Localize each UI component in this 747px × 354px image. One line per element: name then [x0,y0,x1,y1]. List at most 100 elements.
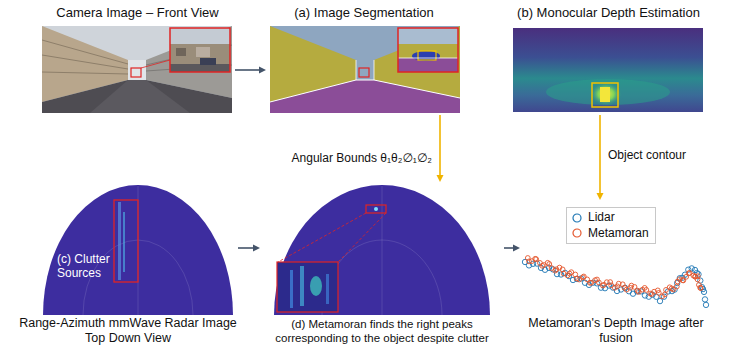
camera-photo-part [131,68,141,77]
camera-photo-part [42,40,128,64]
radar-image-peaks-part [277,262,338,312]
camera-photo-part [170,28,230,72]
connector-line [504,247,514,249]
arrow-head [597,193,604,200]
radar-peaks-panel: (d) Metamoran finds the right peaks corr… [260,182,504,350]
depth-map-part [590,82,622,106]
camera-photo-part [170,28,230,72]
edge-label: Angular Bounds θ₁θ₂∅₁∅₂ [290,151,434,165]
connector-arrow [238,245,260,252]
connector-arrow [437,115,444,182]
metamoran-point [686,271,691,276]
radar-image-peaks-part [338,213,386,262]
camera-photo-part [170,64,230,72]
metamoran-point [698,286,703,291]
radar-image-clutter [43,185,233,315]
segmentation-image-part [398,28,458,72]
radar-image-peaks-part [300,266,304,306]
panel-caption: Range-Azimuth mmWave Radar Image Top Dow… [18,316,238,346]
legend-box: LidarMetamoran [566,207,656,244]
metamoran-point [663,292,668,297]
radar-image-clutter-part [114,200,138,282]
radar-image-peaks-part [366,205,386,213]
segmentation-image-part [270,26,460,113]
radar-image-peaks-part [326,274,329,304]
depth-map [513,28,703,112]
metamoran-point [534,257,539,262]
lidar-point [657,298,662,303]
panel-caption: (d) Metamoran finds the right peaks corr… [260,318,504,346]
camera-photo-part [90,80,190,113]
camera-photo-part [146,45,232,65]
radar-image-peaks-part [278,213,366,262]
point-cloud [522,256,708,308]
metamoran-point [608,280,613,285]
lidar-point [702,297,707,302]
camera-photo-part [42,55,128,69]
depth-map-part [592,83,618,107]
panel-heading: (b) Monocular Depth Estimation [505,5,712,21]
metamoran-point [629,283,634,288]
legend-row: Lidar [571,210,649,226]
radar-image-panel: (c) Clutter SourcesRange-Azimuth mmWave … [18,182,238,350]
arrow-head [259,67,266,74]
legend-text: Lidar [588,210,615,226]
camera-photo-part [196,47,210,57]
legend-row: Metamoran [571,226,649,242]
segmentation-image-part [270,80,460,113]
camera-photo [42,26,232,113]
segmentation-image-part [270,80,460,102]
legend-text: Metamoran [588,226,649,242]
radar-image-peaks-part [277,262,338,312]
metamoran-point [644,288,649,293]
panel-heading: (a) Image Segmentation [266,5,462,21]
metamoran-point [674,284,679,289]
segmentation-panel: (a) Image Segmentation [266,3,462,115]
camera-photo-part [141,60,170,68]
radar-image-peaks-part [290,270,293,308]
camera-image-panel: Camera Image – Front View [40,3,235,115]
radar-image-peaks-part [374,207,378,211]
segmentation-image-part [374,60,375,80]
connector-line [238,247,254,249]
edge-label: Object contour [606,148,688,162]
segmentation-image-part [398,28,458,72]
connector-arrow [235,67,266,74]
camera-photo-part [42,72,128,74]
clutter-label: (c) Clutter Sources [57,252,114,281]
legend-marker [573,229,581,237]
radar-image-clutter-part [43,185,233,315]
segmentation-image-part [412,51,440,61]
metamoran-point [533,256,538,261]
radar-image-peaks-part [310,276,322,296]
radar-image-clutter-part [123,212,125,272]
camera-photo-part [128,60,146,80]
lidar-point [703,302,708,307]
metamoran-point [695,277,700,282]
connector-line [235,69,260,71]
camera-photo-part [200,58,216,65]
segmentation-image-part [359,68,369,77]
connector-arrow [504,245,520,252]
legend-marker [573,214,581,222]
radar-image-clutter-part [118,202,121,280]
segmentation-image [270,26,460,113]
radar-image-peaks [274,185,490,315]
connector-line [439,115,441,176]
segmentation-image-part [398,58,458,59]
arrow-head [513,245,520,252]
connector-line [599,115,601,194]
camera-photo-part [176,48,186,56]
metamoran-point [698,285,703,290]
camera-photo-part [146,65,232,71]
legend-sample [571,227,583,239]
depth-estimation-panel: (b) Monocular Depth Estimation [505,3,712,115]
legend-sample [571,212,583,224]
arrow-head [437,175,444,182]
segmentation-image-part [418,51,436,60]
camera-photo-part [42,80,232,113]
radar-image-peaks-part [274,185,490,315]
